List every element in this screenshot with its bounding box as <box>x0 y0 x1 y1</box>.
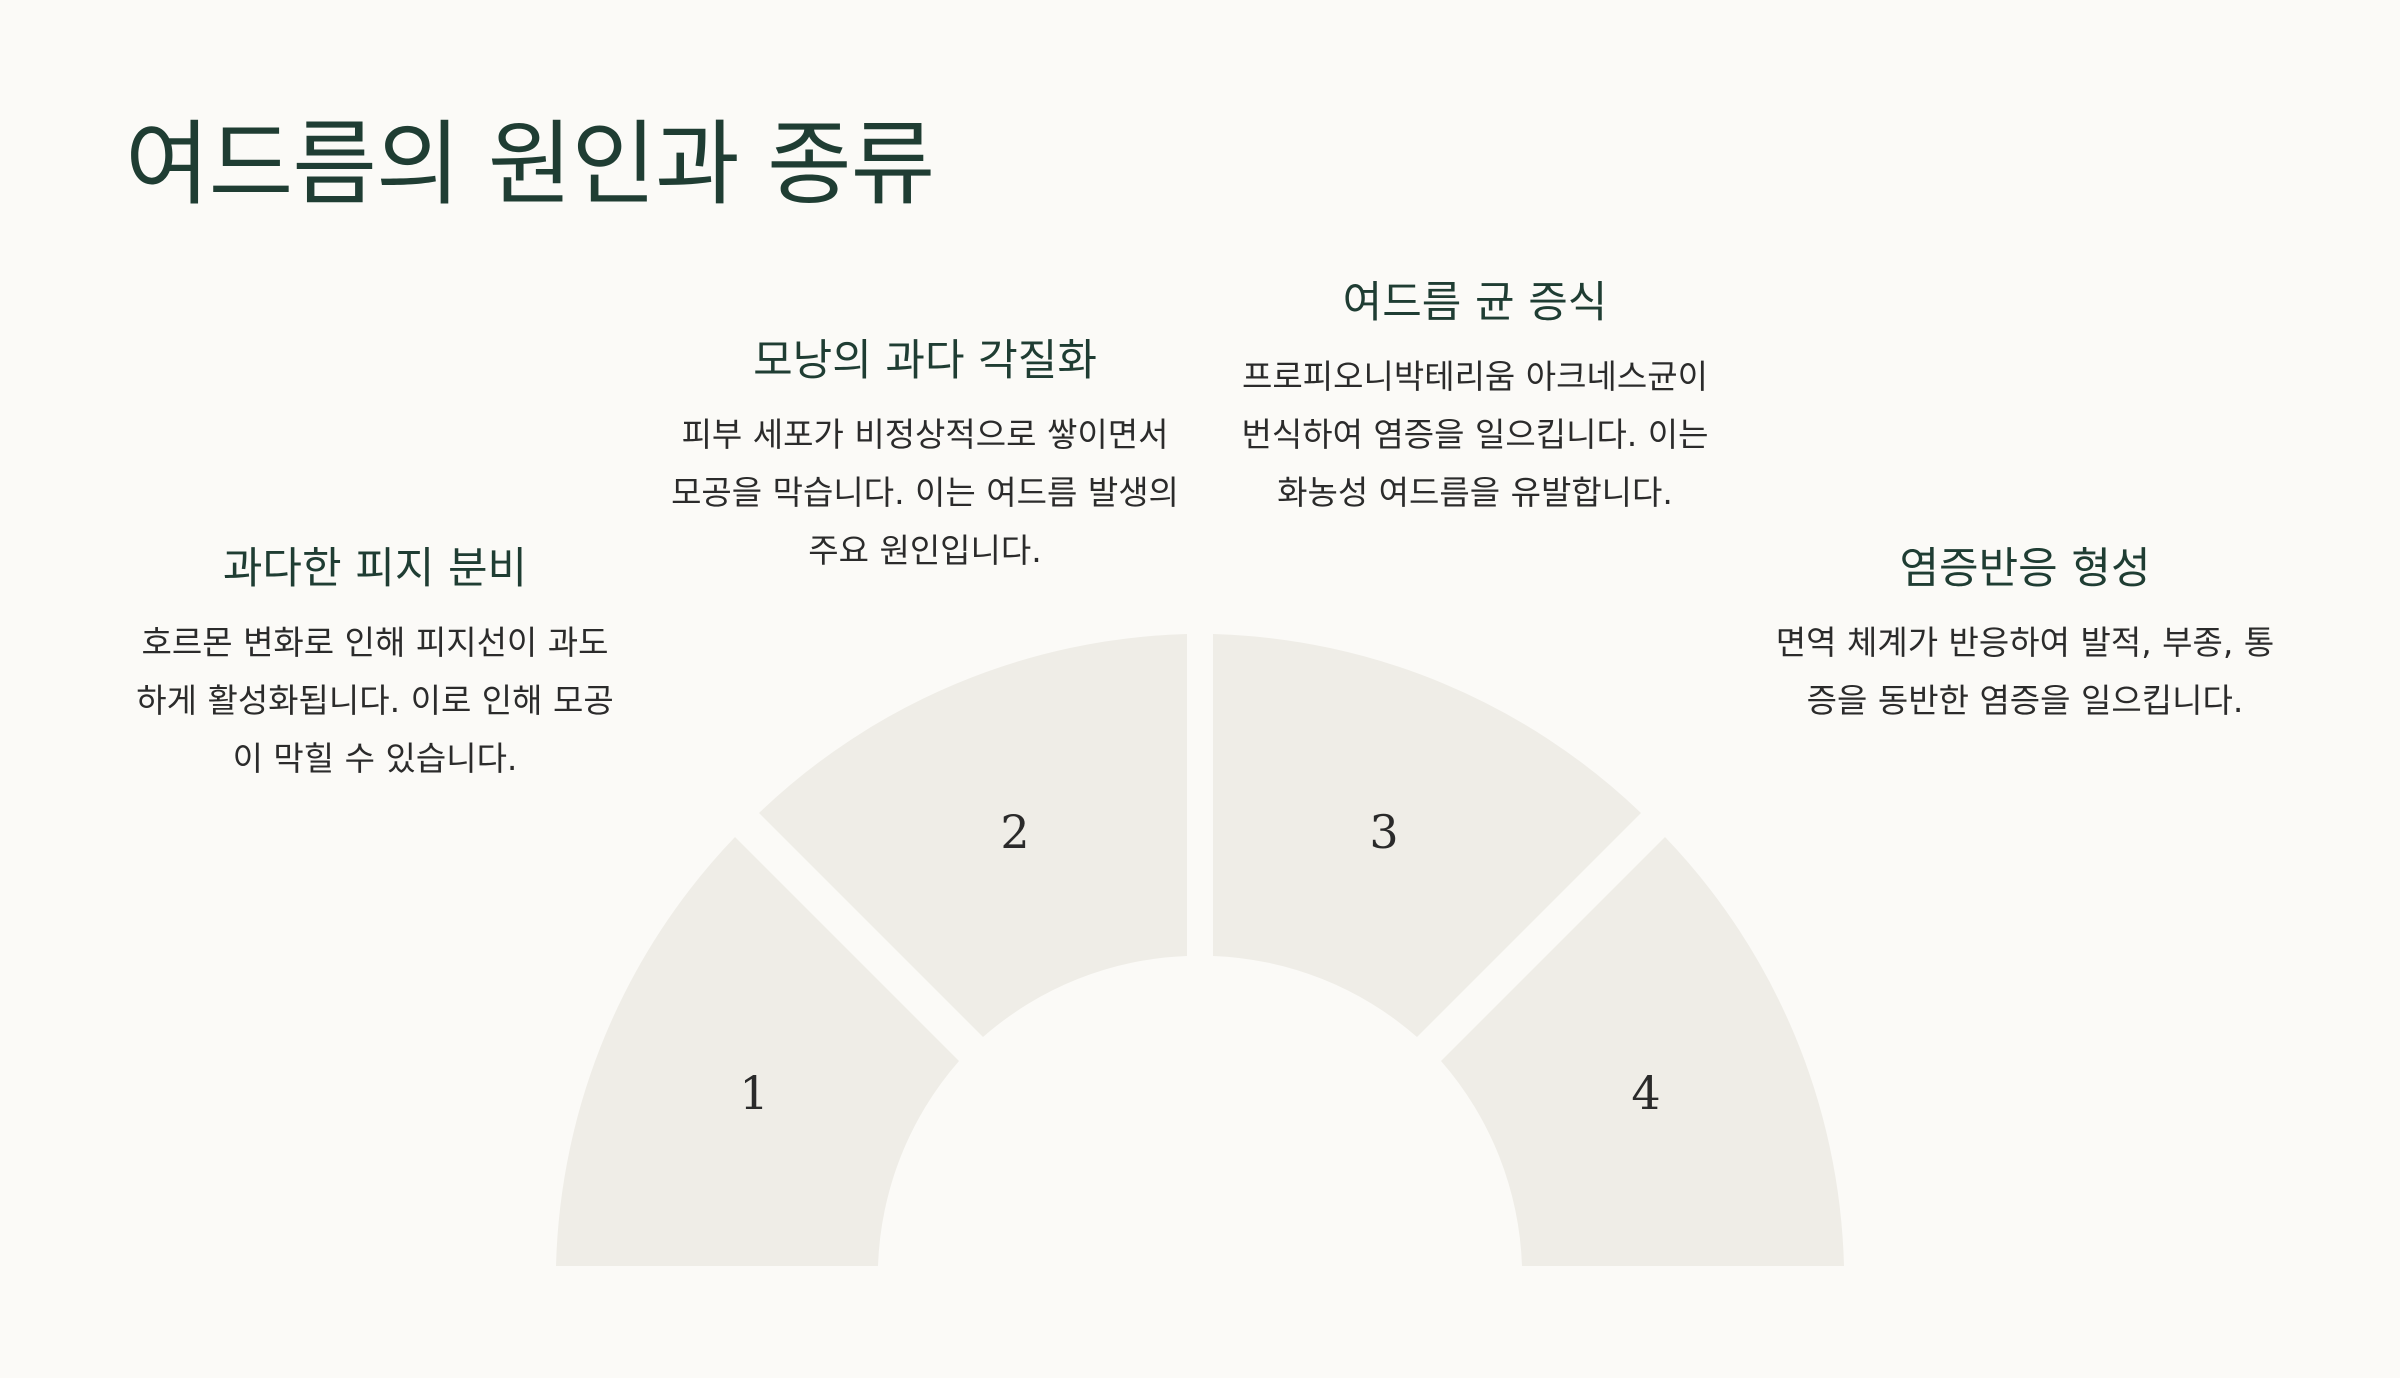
step-2-description: 피부 세포가 비정상적으로 쌓이면서 모공을 막습니다. 이는 여드름 발생의 … <box>671 414 1179 570</box>
step-4-title: 염증반응 형성 <box>1899 544 2151 594</box>
segment-3-number: 3 <box>1369 805 1398 859</box>
step-1-info: 과다한 피지 분비 호르몬 변화로 인해 피지선이 과도하게 활성화됩니다. 이… <box>130 544 620 788</box>
step-3-title: 여드름 균 증식 <box>1342 278 1608 328</box>
step-1-description: 호르몬 변화로 인해 피지선이 과도하게 활성화됩니다. 이로 인해 모공이 막… <box>136 622 614 778</box>
step-4-description: 면역 체계가 반응하여 발적, 부종, 통증을 동반한 염증을 일으킵니다. <box>1775 622 2275 720</box>
step-2-title: 모낭의 과다 각질화 <box>753 336 1097 386</box>
segment-2-number: 2 <box>1000 805 1029 859</box>
segment-1-number: 1 <box>739 1066 768 1120</box>
segment-4 <box>1441 837 1844 1266</box>
step-4-info: 염증반응 형성 면역 체계가 반응하여 발적, 부종, 통증을 동반한 염증을 … <box>1770 544 2280 730</box>
step-2-info: 모낭의 과다 각질화 피부 세포가 비정상적으로 쌓이면서 모공을 막습니다. … <box>665 336 1185 580</box>
segment-2 <box>759 634 1187 1037</box>
step-3-info: 여드름 균 증식 프로피오니박테리움 아크네스균이 번식하여 염증을 일으킵니다… <box>1230 278 1720 522</box>
step-3-description: 프로피오니박테리움 아크네스균이 번식하여 염증을 일으킵니다. 이는 화농성 … <box>1241 356 1709 512</box>
step-1-title: 과다한 피지 분비 <box>222 544 528 594</box>
segment-4-number: 4 <box>1631 1066 1660 1120</box>
segment-1 <box>556 837 959 1266</box>
page-title: 여드름의 원인과 종류 <box>125 111 935 218</box>
segment-3 <box>1213 634 1641 1037</box>
